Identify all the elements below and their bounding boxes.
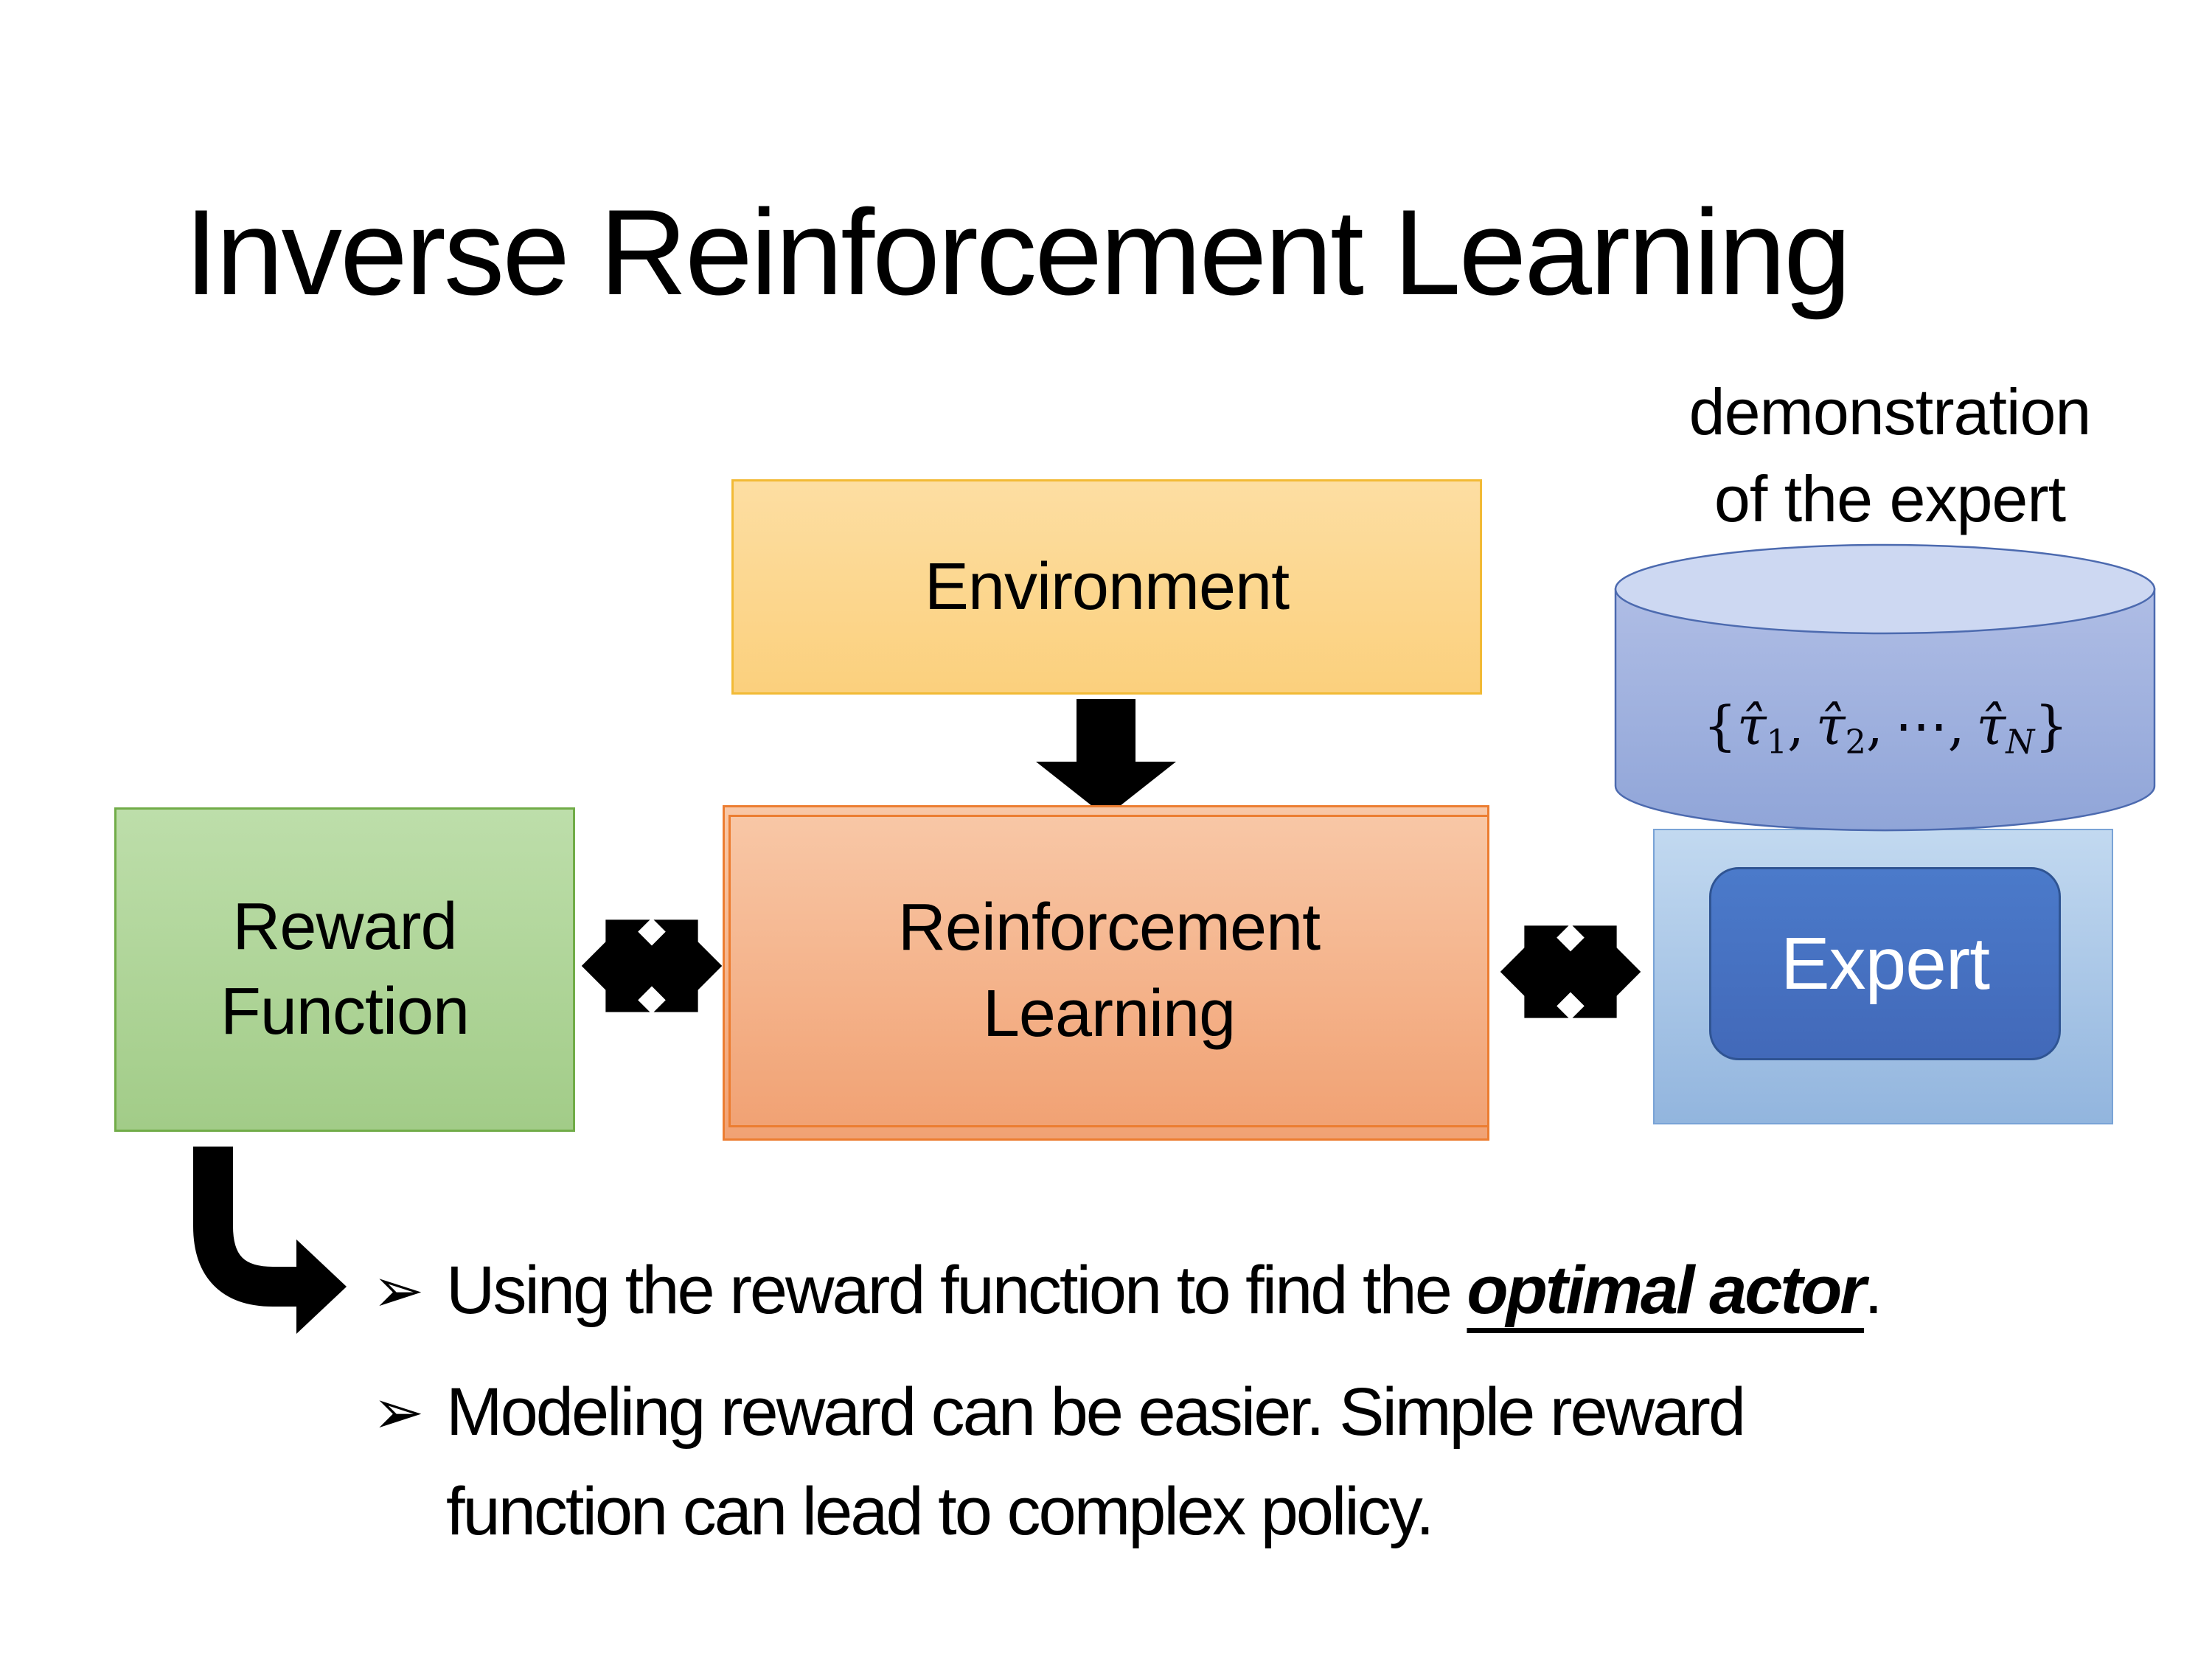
formula-subN: N xyxy=(2006,723,2035,762)
demonstration-database-cylinder xyxy=(1614,543,2156,832)
bullet-1-text-before: Using the reward function to find the xyxy=(446,1253,1467,1328)
reinforcement-learning-box: Reinforcement Learning xyxy=(728,815,1489,1127)
formula-sub2: 2 xyxy=(1845,723,1866,762)
formula-comma1: , xyxy=(1787,695,1804,757)
demonstration-label: demonstration of the expert xyxy=(1593,369,2187,543)
down-arrow-icon xyxy=(1036,699,1176,817)
reward-function-label-line1: Reward xyxy=(232,890,457,964)
bullet-item-2: ➢ Modeling reward can be easier. Simple … xyxy=(372,1363,1746,1562)
bullet-2-text-line1: Modeling reward can be easier. Simple re… xyxy=(446,1374,1746,1450)
formula-close-brace: } xyxy=(2034,695,2069,757)
demonstration-label-line2: of the expert xyxy=(1714,462,2066,535)
formula-tauN: τ̂ xyxy=(1976,695,2006,757)
bullet-2-text: Modeling reward can be easier. Simple re… xyxy=(446,1363,1746,1562)
double-arrow-icon xyxy=(581,897,723,1034)
formula-cdots: ⋯ xyxy=(1894,695,1948,757)
slide-title: Inverse Reinforcement Learning xyxy=(184,184,1851,320)
bullet-2-text-line2: function can lead to complex policy. xyxy=(446,1474,1435,1549)
environment-box-label: Environment xyxy=(924,549,1290,624)
reinforcement-learning-box-label: Reinforcement Learning xyxy=(897,885,1321,1057)
reward-function-box: Reward Function xyxy=(114,807,575,1132)
arrowhead-bullet-icon: ➢ xyxy=(372,1256,425,1325)
formula-tau2: τ̂ xyxy=(1815,695,1846,757)
elbow-arrow-icon xyxy=(193,1147,347,1334)
reinforcement-learning-label-line2: Learning xyxy=(982,977,1236,1051)
environment-box: Environment xyxy=(731,479,1482,695)
formula-sub1: 1 xyxy=(1766,723,1787,762)
demonstration-label-line1: demonstration xyxy=(1688,375,2092,448)
double-arrow-icon xyxy=(1500,903,1641,1040)
formula-open-brace: { xyxy=(1703,695,1737,757)
formula-comma3: , xyxy=(1947,695,1965,757)
trajectory-set-formula: {τ̂1,τ̂2,⋯,τ̂N} xyxy=(1615,695,2157,761)
formula-tau1: τ̂ xyxy=(1736,695,1767,757)
bullet-1-emphasis: optimal actor xyxy=(1467,1253,1866,1328)
arrowhead-bullet-icon: ➢ xyxy=(372,1377,425,1447)
expert-box: Expert xyxy=(1709,867,2061,1060)
expert-box-label: Expert xyxy=(1780,922,1990,1005)
reward-function-box-label: Reward Function xyxy=(220,885,470,1054)
bullet-item-1: ➢ Using the reward function to find the … xyxy=(372,1241,1883,1340)
bullet-1-text-after: . xyxy=(1864,1253,1883,1328)
formula-comma2: , xyxy=(1865,695,1883,757)
bullet-1-text: Using the reward function to find the op… xyxy=(446,1241,1883,1340)
reinforcement-learning-label-line1: Reinforcement xyxy=(897,891,1321,964)
reward-function-label-line2: Function xyxy=(220,975,470,1048)
